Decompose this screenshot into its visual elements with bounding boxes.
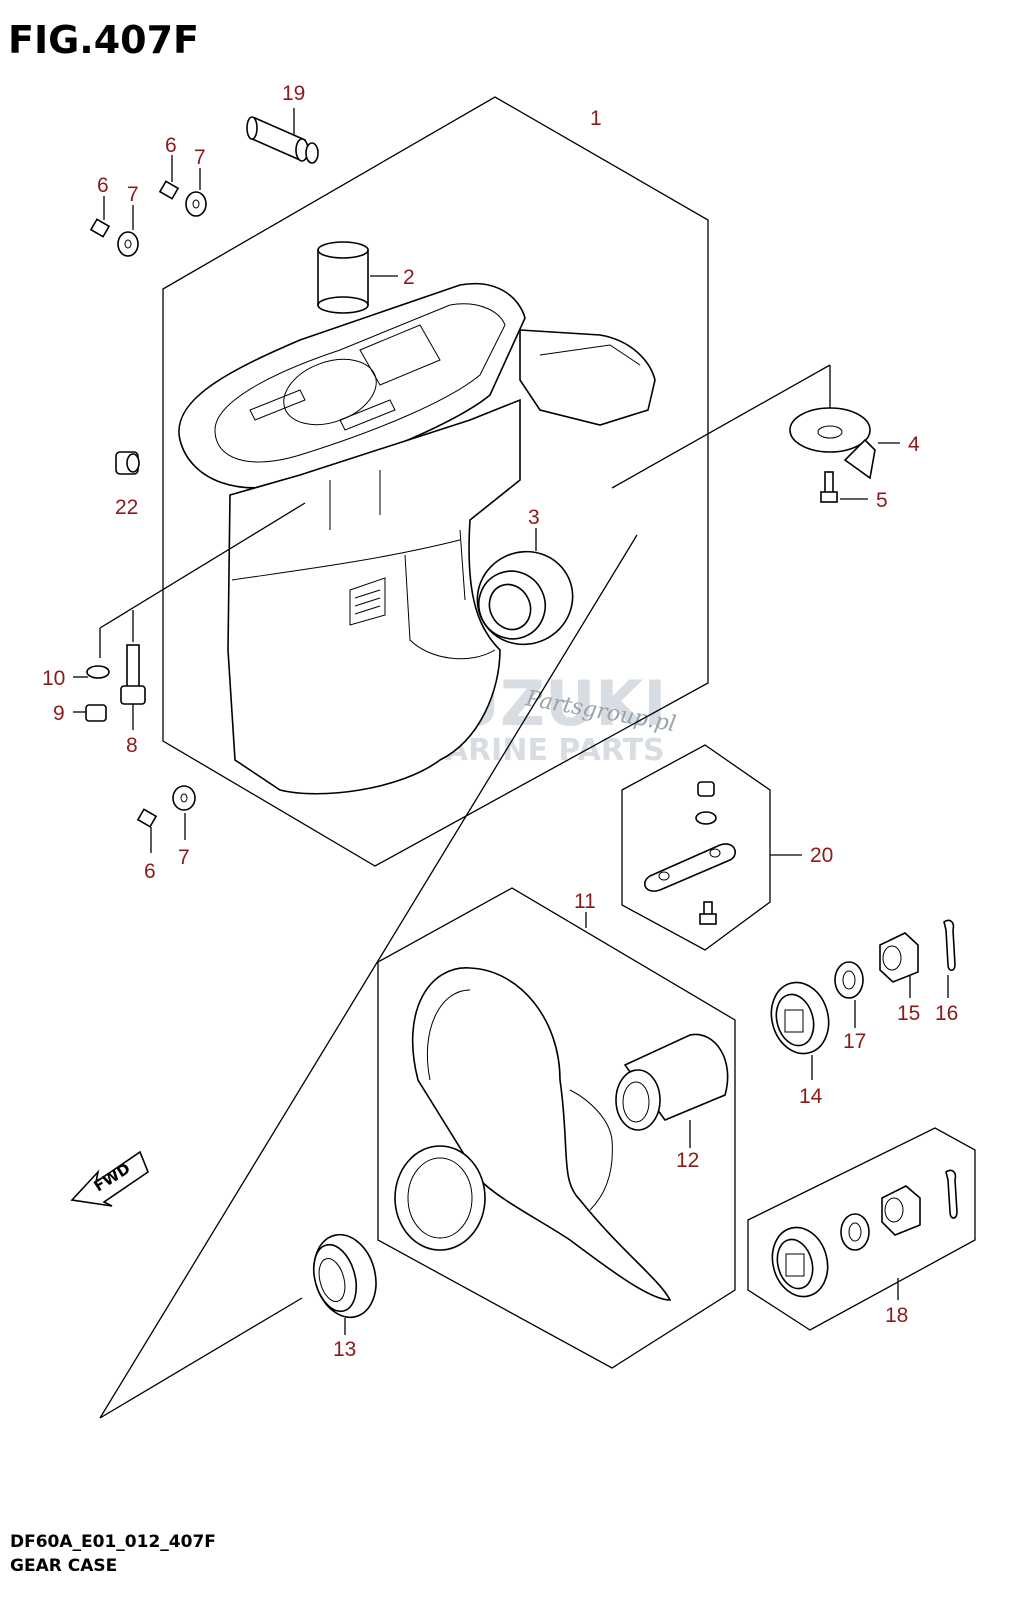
gear-case-body — [99, 282, 831, 795]
part-5-bolt — [820, 471, 868, 503]
callout-14: 14 — [799, 1085, 823, 1108]
callout-17: 17 — [843, 1030, 866, 1053]
part-11-propeller — [377, 887, 736, 1369]
parts-14-17-hardware — [770, 919, 956, 1080]
callout-7-top: 7 — [194, 146, 206, 169]
callout-11: 11 — [574, 890, 596, 913]
part-22-cap — [115, 451, 140, 475]
screw-washer-set-top — [89, 155, 207, 257]
callout-6-left: 6 — [97, 174, 109, 197]
callout-4: 4 — [908, 433, 920, 456]
leader-to-seal — [99, 1297, 303, 1419]
callout-15: 15 — [897, 1002, 920, 1025]
callout-18: 18 — [885, 1304, 908, 1327]
part-4-trim-tab — [789, 365, 900, 480]
callout-8: 8 — [126, 734, 138, 757]
callout-5: 5 — [876, 489, 888, 512]
screw-washer-set-bottom — [136, 785, 196, 853]
part-2-bearing-sleeve — [317, 241, 398, 314]
callout-22: 22 — [115, 496, 138, 519]
callout-2: 2 — [403, 266, 415, 289]
parts-8-9-10-stud-set — [73, 610, 146, 730]
callout-10: 10 — [42, 667, 65, 690]
figure-title: FIG.407F — [8, 18, 200, 62]
callout-16: 16 — [935, 1002, 958, 1025]
callout-3: 3 — [528, 506, 540, 529]
part-13-thrust-washer — [312, 1233, 377, 1335]
callout-19: 19 — [282, 82, 305, 105]
callout-9: 9 — [53, 702, 65, 725]
callout-6-top: 6 — [165, 134, 177, 157]
callout-labels: 1 2 3 4 5 6 6 6 7 7 7 8 9 10 11 12 13 14… — [42, 82, 958, 1361]
callout-6-bottom: 6 — [144, 860, 156, 883]
figure-code: DF60A_E01_012_407F — [10, 1532, 216, 1552]
callout-12: 12 — [676, 1149, 699, 1172]
fwd-arrow-icon: FWD — [70, 1150, 149, 1207]
part-19-sleeve — [246, 108, 319, 164]
callout-1: 1 — [590, 107, 602, 130]
callout-20: 20 — [810, 844, 833, 867]
figure-name: GEAR CASE — [10, 1556, 118, 1576]
leader-to-propeller — [99, 534, 638, 1419]
callout-7-left: 7 — [127, 183, 139, 206]
callout-13: 13 — [333, 1338, 356, 1361]
part-3-bearing — [476, 528, 574, 646]
part-18-nut-kit — [747, 1127, 976, 1331]
part-20-anode-kit — [621, 744, 802, 951]
gear-case-outline — [162, 96, 709, 867]
callout-7-bottom: 7 — [178, 846, 190, 869]
